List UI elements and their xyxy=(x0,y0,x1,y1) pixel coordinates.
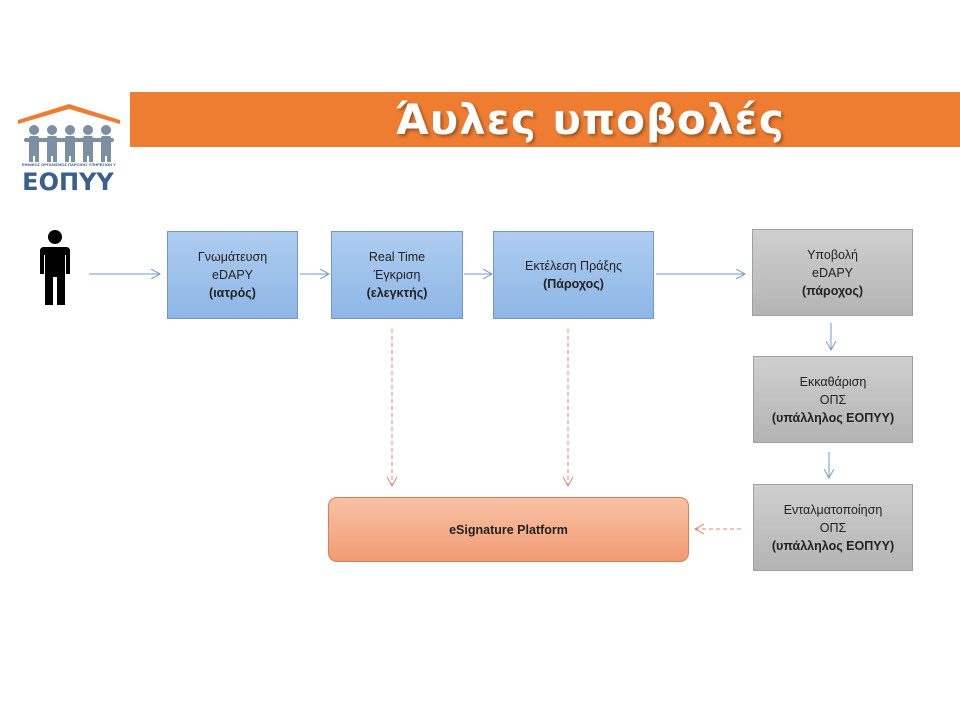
title-band: Άυλες υποβολές xyxy=(130,92,960,147)
step-entalmatopoiisi: Ενταλματοποίηση ΟΠΣ (υπάλληλος ΕΟΠΥΥ) xyxy=(753,484,913,571)
people-under-roof-icon xyxy=(18,104,120,162)
step-realtime-egkrisi: Real Time Έγκριση (ελεγκτής) xyxy=(331,231,463,319)
step-ypovoli: Υποβολή eDAPY (πάροχος) xyxy=(752,229,913,316)
slide-title: Άυλες υποβολές xyxy=(395,95,785,144)
step-ektelesi-praxis: Εκτέλεση Πράξης (Πάροχος) xyxy=(493,231,654,319)
step-gnomateusi: Γνωμάτευση eDAPY (ιατρός) xyxy=(167,231,298,319)
logo-tagline: ΕΘΝΙΚΟΣ ΟΡΓΑΝΙΣΜΟΣ ΠΑΡΟΧΗΣ ΥΠΗΡΕΣΙΩΝ ΥΓΕ… xyxy=(22,162,116,167)
logo-name: ΕΟΠΥΥ xyxy=(22,168,114,196)
person-icon xyxy=(40,230,70,305)
esignature-platform: eSignature Platform xyxy=(328,497,689,562)
step-ekkatharisi: Εκκαθάριση ΟΠΣ (υπάλληλος ΕΟΠΥΥ) xyxy=(753,356,913,443)
